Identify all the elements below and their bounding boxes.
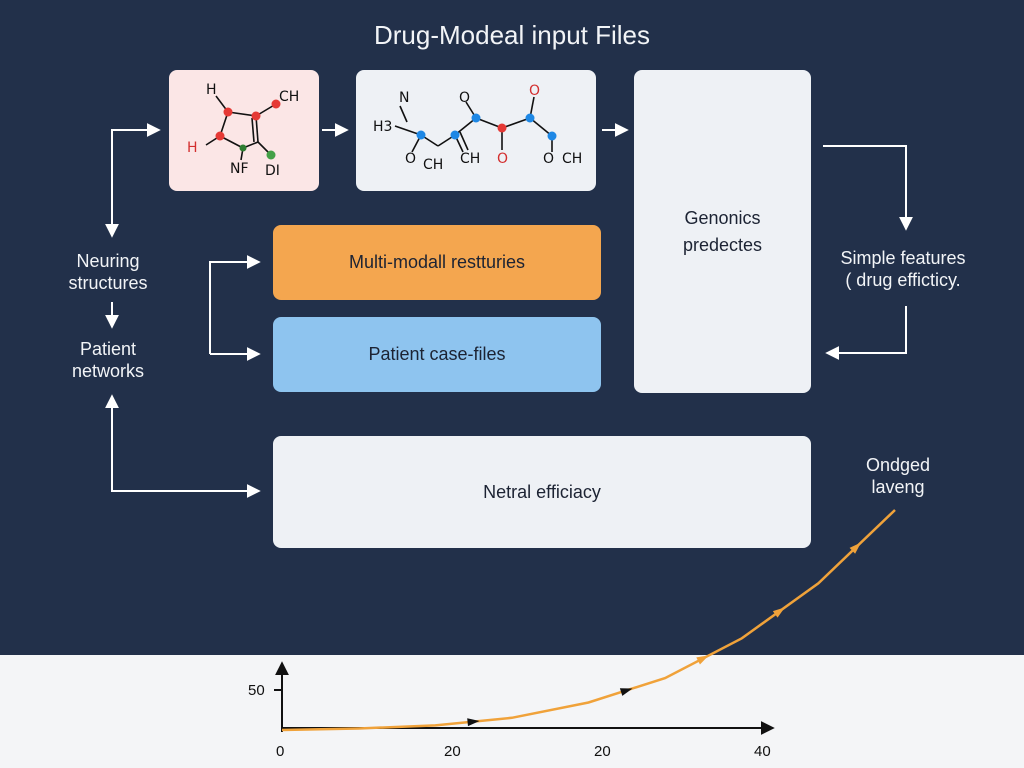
patient-case-label: Patient case-files (368, 344, 506, 364)
x-tick-label-0: 0 (276, 743, 284, 760)
patient-networks-label: Patient networks (48, 338, 168, 382)
curve-marker (772, 607, 785, 618)
mol2-atom-o-2: O (459, 90, 470, 106)
patient-networks-line-1: Patient (79, 339, 137, 359)
multimodal-label: Multi-modall restturies (348, 252, 526, 272)
mol1-atom-h-red: H (187, 140, 198, 156)
mol1-atom-di: DI (265, 163, 280, 179)
series-markers (467, 542, 862, 727)
neuring-structures-label: Neuring structures (48, 250, 168, 294)
molecule-box-2 (356, 70, 596, 191)
patient-case-box: Patient case-files (273, 317, 601, 392)
mol2-atom-ch-1: CH (423, 157, 443, 173)
multimodal-box: Multi-modall restturies (273, 225, 601, 300)
mol2-atom-n: N (399, 90, 409, 106)
curve-marker (849, 542, 862, 554)
curve-marker (619, 688, 633, 696)
arrow-features-back (825, 306, 907, 360)
connector-arrows (105, 123, 913, 498)
series-curve (281, 509, 896, 732)
mol1-atom-ch: CH (279, 89, 299, 105)
patient-networks-line-2: networks (71, 361, 145, 381)
arrow-genomics-features (823, 145, 913, 231)
arrow-to-neural (111, 404, 261, 498)
molecule-box-1 (169, 70, 319, 191)
arrow-bracket-multimodal (209, 255, 261, 354)
mol2-atom-o-5: O (543, 151, 554, 167)
simple-features-line-1: Simple features (840, 248, 966, 268)
molecule-1-structure: H CH H NF DI (187, 82, 299, 179)
genomics-line-2: predectes (682, 234, 763, 255)
x-tick-label-40: 40 (754, 743, 771, 760)
mol2-atom-o-3: O (497, 151, 508, 167)
x-tick-label-20b: 20 (594, 743, 611, 760)
curve-marker (696, 655, 709, 665)
x-tick-label-20a: 20 (444, 743, 461, 760)
ondged-laveng-label: Ondged laveng (838, 454, 958, 498)
neuring-line-2: structures (68, 273, 148, 293)
ondged-line-2: laveng (871, 477, 925, 497)
mol2-atom-ch-2: CH (460, 151, 480, 167)
simple-features-line-2: ( drug efficticy. (845, 270, 961, 290)
mol2-atom-o-4: O (529, 83, 540, 99)
growth-chart: 50 0 20 20 40 (248, 509, 896, 760)
page-title: Drug-Modeal input Files (373, 20, 650, 50)
neural-efficacy-label: Netral efficiacy (483, 481, 601, 502)
neural-efficacy-box: Netral efficiacy (273, 436, 811, 548)
mol2-atom-ch-3: CH (562, 151, 582, 167)
neuring-line-1: Neuring (76, 251, 140, 271)
simple-features-label: Simple features ( drug efficticy. (818, 247, 988, 291)
curve-marker (467, 718, 480, 727)
genomics-line-1: Genonics (684, 207, 761, 228)
mol2-atom-o-1: O (405, 151, 416, 167)
mol2-atom-h3: H3 (373, 119, 392, 135)
molecule-2-structure: N H3 O CH O CH O O O CH (373, 83, 582, 173)
mol1-atom-h-top: H (206, 82, 217, 98)
chart-band (0, 655, 1024, 768)
y-tick-label-50: 50 (248, 682, 265, 699)
ondged-line-1: Ondged (865, 455, 931, 475)
mol1-atom-nf: NF (230, 161, 249, 177)
genomics-box: Genonics predectes (634, 70, 811, 393)
arrow-left-loop (111, 123, 161, 235)
